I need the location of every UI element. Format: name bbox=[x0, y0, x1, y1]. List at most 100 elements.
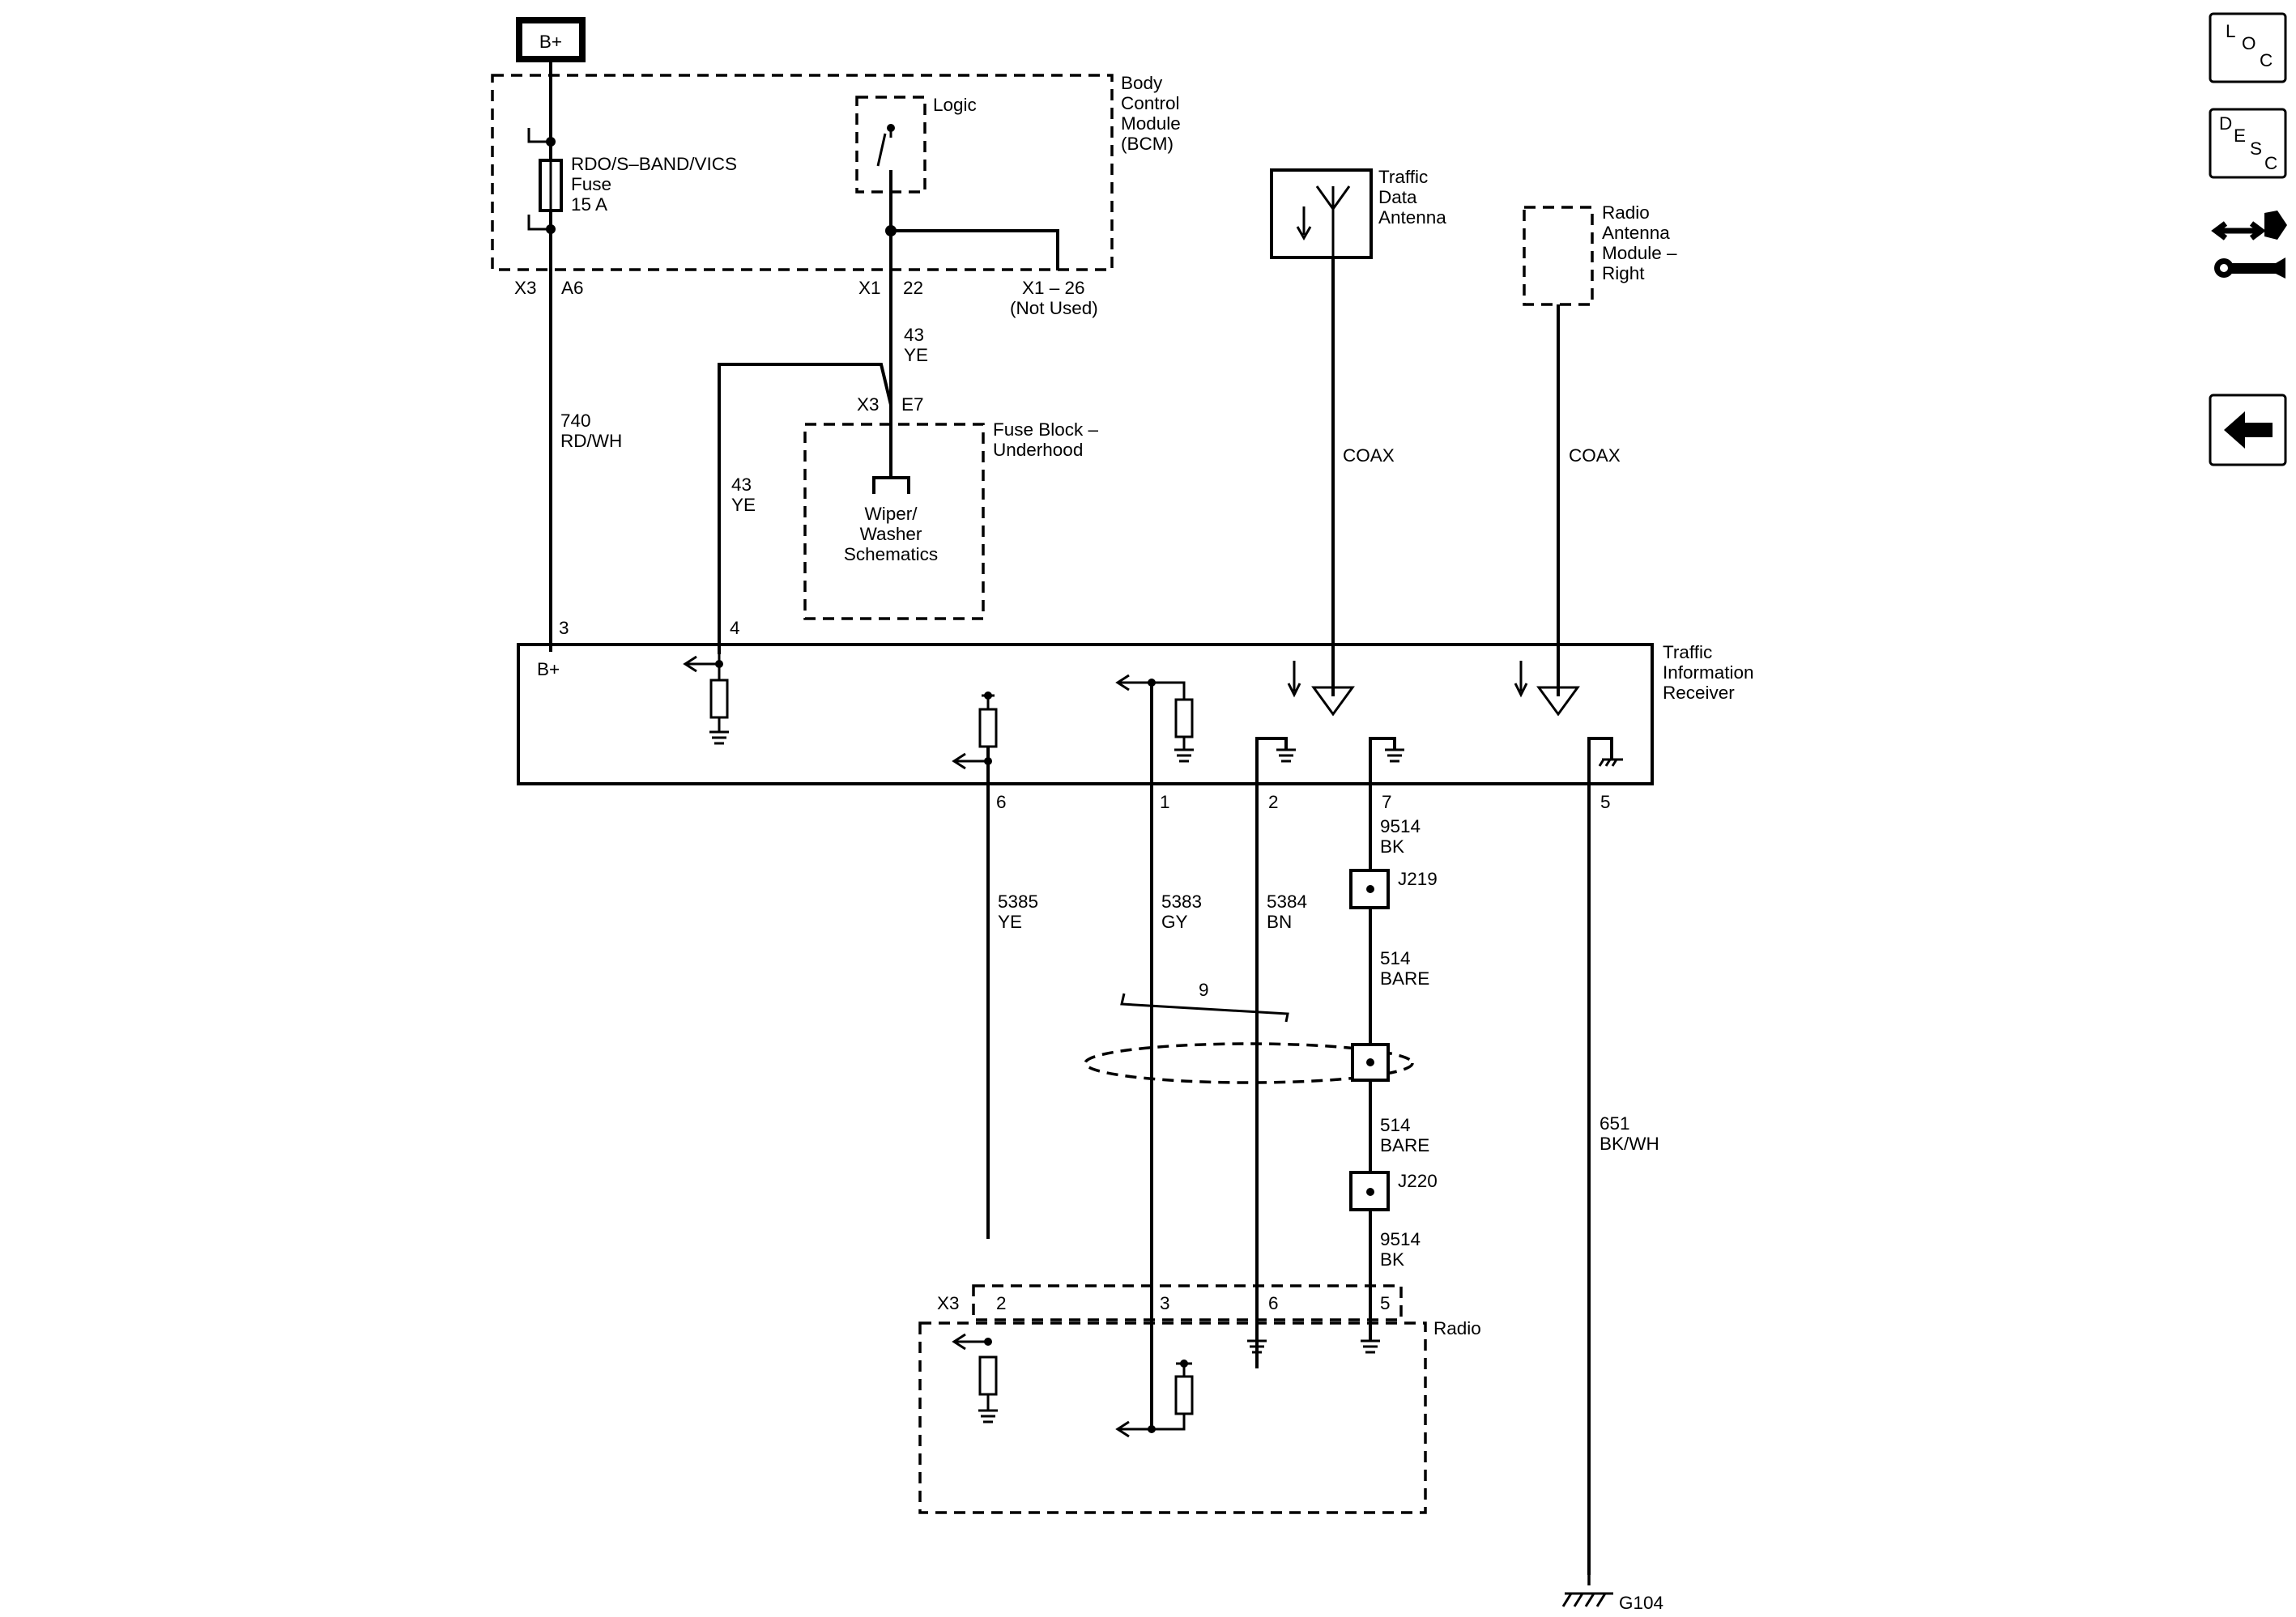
fuse-block-pin: E7 bbox=[901, 394, 924, 415]
loc-letter: L bbox=[2226, 21, 2236, 41]
receiver-title: Traffic Information Receiver bbox=[1663, 642, 1754, 703]
wire-5385-color: YE bbox=[998, 912, 1022, 932]
signal-arrow-icon bbox=[1514, 661, 1528, 698]
wiper-connector bbox=[872, 476, 910, 494]
ground-icon bbox=[709, 730, 729, 745]
pull-resistor bbox=[978, 708, 998, 748]
signal-arrow-icon bbox=[1287, 661, 1301, 698]
desc-letter: E bbox=[2234, 126, 2246, 146]
radio-pin-5: 5 bbox=[1380, 1293, 1391, 1313]
wire-514-bottom-number: 514 bbox=[1380, 1115, 1411, 1135]
traffic-info-receiver-box bbox=[517, 643, 1654, 785]
back-button[interactable] bbox=[2209, 394, 2287, 466]
wire-43-left-number: 43 bbox=[731, 474, 752, 495]
bcm-pin-22: 22 bbox=[903, 278, 923, 298]
chassis-ground-icon bbox=[1561, 1592, 1613, 1607]
input-arrow-icon bbox=[1115, 1420, 1152, 1438]
receiver-title-line: Receiver bbox=[1663, 683, 1735, 703]
x1-26-stub bbox=[891, 229, 1059, 270]
ground-icon bbox=[1174, 748, 1194, 763]
wire-43-left-color: YE bbox=[731, 495, 756, 515]
receiver-bplus: B+ bbox=[537, 659, 560, 679]
wire-5383-number: 5383 bbox=[1161, 891, 1202, 912]
wire-514-top-number: 514 bbox=[1380, 948, 1411, 968]
wiper-label: Wiper/ bbox=[864, 504, 918, 524]
wire-5384-number: 5384 bbox=[1267, 891, 1307, 912]
bcm-title-line: (BCM) bbox=[1121, 134, 1174, 154]
antenna-input-icon bbox=[1311, 686, 1355, 717]
radio-pin-3: 3 bbox=[1160, 1293, 1170, 1313]
coax-label-1: COAX bbox=[1343, 445, 1395, 466]
coax-label-2: COAX bbox=[1569, 445, 1621, 466]
receiver-pin-1: 1 bbox=[1160, 792, 1170, 812]
traffic-data-antenna-box bbox=[1270, 168, 1373, 259]
wire-9514-top-color: BK bbox=[1380, 836, 1404, 857]
radio-connector-x3 bbox=[972, 1284, 1403, 1321]
loc-button[interactable]: L O C bbox=[2209, 12, 2287, 83]
fuse-clip-bottom bbox=[527, 215, 551, 231]
connector-tool-icon[interactable] bbox=[2211, 211, 2287, 279]
splice-j219-label: J219 bbox=[1398, 869, 1438, 889]
ground-icon bbox=[1385, 748, 1404, 763]
wire-740-color: RD/WH bbox=[560, 431, 622, 451]
wiper-label: Schematics bbox=[844, 544, 938, 564]
wire-9514-bottom-color: BK bbox=[1380, 1249, 1404, 1270]
output-arrow-icon bbox=[952, 752, 988, 770]
wire-43-top-color: YE bbox=[904, 345, 928, 365]
traffic-antenna-label-line: Antenna bbox=[1378, 207, 1446, 228]
radio-antenna-label-line: Module – bbox=[1602, 243, 1677, 263]
antenna-input-icon bbox=[1536, 686, 1580, 717]
radio-conn-x3: X3 bbox=[937, 1293, 960, 1313]
wire-5384-color: BN bbox=[1267, 912, 1292, 932]
input-arrow-icon bbox=[683, 655, 719, 673]
bplus-tag: B+ bbox=[516, 17, 586, 62]
receiver-pin-3: 3 bbox=[559, 618, 569, 638]
wire-5385-number: 5385 bbox=[998, 891, 1038, 912]
wire-9514-bottom-number: 9514 bbox=[1380, 1229, 1421, 1249]
fuse-block-title: Fuse Block – bbox=[993, 419, 1099, 440]
shield-ellipse bbox=[1084, 1042, 1414, 1084]
ground-icon bbox=[978, 1409, 998, 1423]
receiver-pin-7: 7 bbox=[1382, 792, 1392, 812]
bcm-title-line: Control bbox=[1121, 93, 1180, 113]
twisted-pair-marker bbox=[1120, 993, 1289, 1023]
radio-box bbox=[918, 1321, 1427, 1514]
receiver-pin-6: 6 bbox=[996, 792, 1007, 812]
radio-antenna-label-line: Antenna bbox=[1602, 223, 1670, 243]
bplus-tag-label: B+ bbox=[539, 32, 562, 52]
traffic-antenna-label-line: Data bbox=[1378, 187, 1417, 207]
receiver-pin-4: 4 bbox=[730, 618, 740, 638]
fuse-label-line: 15 A bbox=[571, 194, 607, 215]
loc-button-frame[interactable] bbox=[2209, 12, 2287, 83]
radio-title: Radio bbox=[1433, 1318, 1481, 1338]
ground-icon bbox=[1276, 748, 1296, 763]
radio-antenna-module-box bbox=[1523, 206, 1594, 306]
desc-button-frame[interactable] bbox=[2209, 108, 2287, 179]
desc-letter: C bbox=[2264, 153, 2277, 173]
logic-label: Logic bbox=[933, 95, 977, 115]
back-arrow-icon bbox=[2224, 411, 2273, 449]
x1-26-label: X1 – 26 bbox=[1022, 278, 1085, 298]
desc-letter: S bbox=[2250, 138, 2262, 159]
receiver-pin-2: 2 bbox=[1268, 792, 1279, 812]
receiver-title-line: Traffic bbox=[1663, 642, 1712, 662]
radio-pin-6: 6 bbox=[1268, 1293, 1279, 1313]
fuse-label-line: RDO/S–BAND/VICS bbox=[571, 154, 737, 174]
wire-514-bottom-color: BARE bbox=[1380, 1135, 1429, 1155]
fuse-label: RDO/S–BAND/VICS Fuse 15 A bbox=[571, 154, 737, 215]
loc-letter: C bbox=[2260, 50, 2273, 70]
wire-9514-top-number: 9514 bbox=[1380, 816, 1421, 836]
desc-letter: D bbox=[2219, 113, 2232, 134]
traffic-antenna-label-line: Traffic bbox=[1378, 167, 1428, 187]
fuse-clip-top bbox=[527, 128, 551, 143]
bcm-pin-a6: A6 bbox=[561, 278, 584, 298]
splice-j220-label: J220 bbox=[1398, 1171, 1438, 1191]
desc-button[interactable]: D E S C bbox=[2209, 108, 2287, 179]
pull-resistor bbox=[1174, 698, 1194, 738]
wire-740-number: 740 bbox=[560, 411, 591, 431]
wire-43-left bbox=[718, 363, 892, 654]
wiper-label: Washer bbox=[860, 524, 922, 544]
ground-icon bbox=[1247, 1339, 1267, 1354]
wire-651-color: BK/WH bbox=[1600, 1134, 1659, 1154]
wire-651 bbox=[1587, 737, 1613, 1575]
